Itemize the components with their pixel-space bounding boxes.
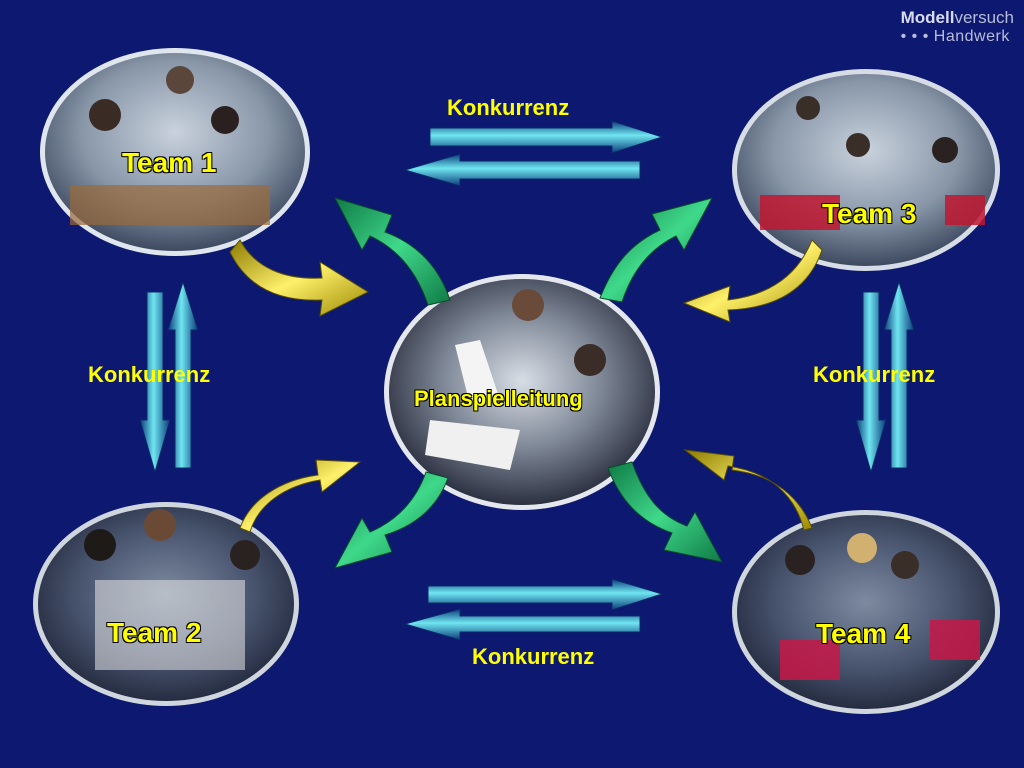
team-4-photo bbox=[732, 510, 1000, 714]
yellow-arrow-from-team-1 bbox=[229, 239, 370, 317]
competition-arrow-left bbox=[139, 280, 199, 474]
team-2-label: Team 2 bbox=[107, 617, 202, 648]
logo-light: versuch bbox=[954, 8, 1014, 27]
team-1-label: Team 1 bbox=[122, 147, 217, 178]
logo-line-2: • • • Handwerk bbox=[901, 28, 1014, 46]
logo-bold: Modell bbox=[900, 8, 955, 27]
team-2-photo bbox=[33, 502, 299, 706]
konkurrenz-top-label: Konkurrenz bbox=[447, 95, 570, 120]
logo-dots: • • • bbox=[900, 28, 929, 45]
team-3-label: Team 3 bbox=[822, 198, 917, 229]
competition-arrow-bottom bbox=[403, 578, 664, 641]
yellow-arrow-from-team-3 bbox=[682, 239, 823, 323]
konkurrenz-left-label: Konkurrenz bbox=[88, 362, 211, 387]
team-4-label: Team 4 bbox=[816, 618, 911, 649]
green-arrow-to-team-4 bbox=[607, 461, 723, 563]
planspielleitung-photo bbox=[384, 274, 660, 510]
green-arrow-to-team-3 bbox=[599, 197, 713, 303]
planspielleitung-label: Planspielleitung bbox=[414, 386, 583, 411]
team-3-photo bbox=[732, 69, 1000, 271]
konkurrenz-right-label: Konkurrenz bbox=[813, 362, 936, 387]
yellow-arrow-from-team-4 bbox=[683, 449, 813, 531]
team-1-photo bbox=[40, 48, 310, 256]
green-arrow-to-team-2 bbox=[333, 471, 449, 569]
modellversuch-handwerk-logo: Modellversuch • • • Handwerk bbox=[901, 8, 1014, 46]
competition-arrow-top bbox=[403, 120, 664, 187]
yellow-arrow-from-team-2 bbox=[239, 459, 362, 533]
konkurrenz-bottom-label: Konkurrenz bbox=[472, 644, 595, 669]
competition-arrow-right bbox=[855, 280, 915, 474]
green-arrow-to-team-1 bbox=[334, 197, 451, 306]
logo-handwerk: Handwerk bbox=[933, 28, 1010, 45]
logo-line-1: Modellversuch bbox=[901, 8, 1014, 28]
